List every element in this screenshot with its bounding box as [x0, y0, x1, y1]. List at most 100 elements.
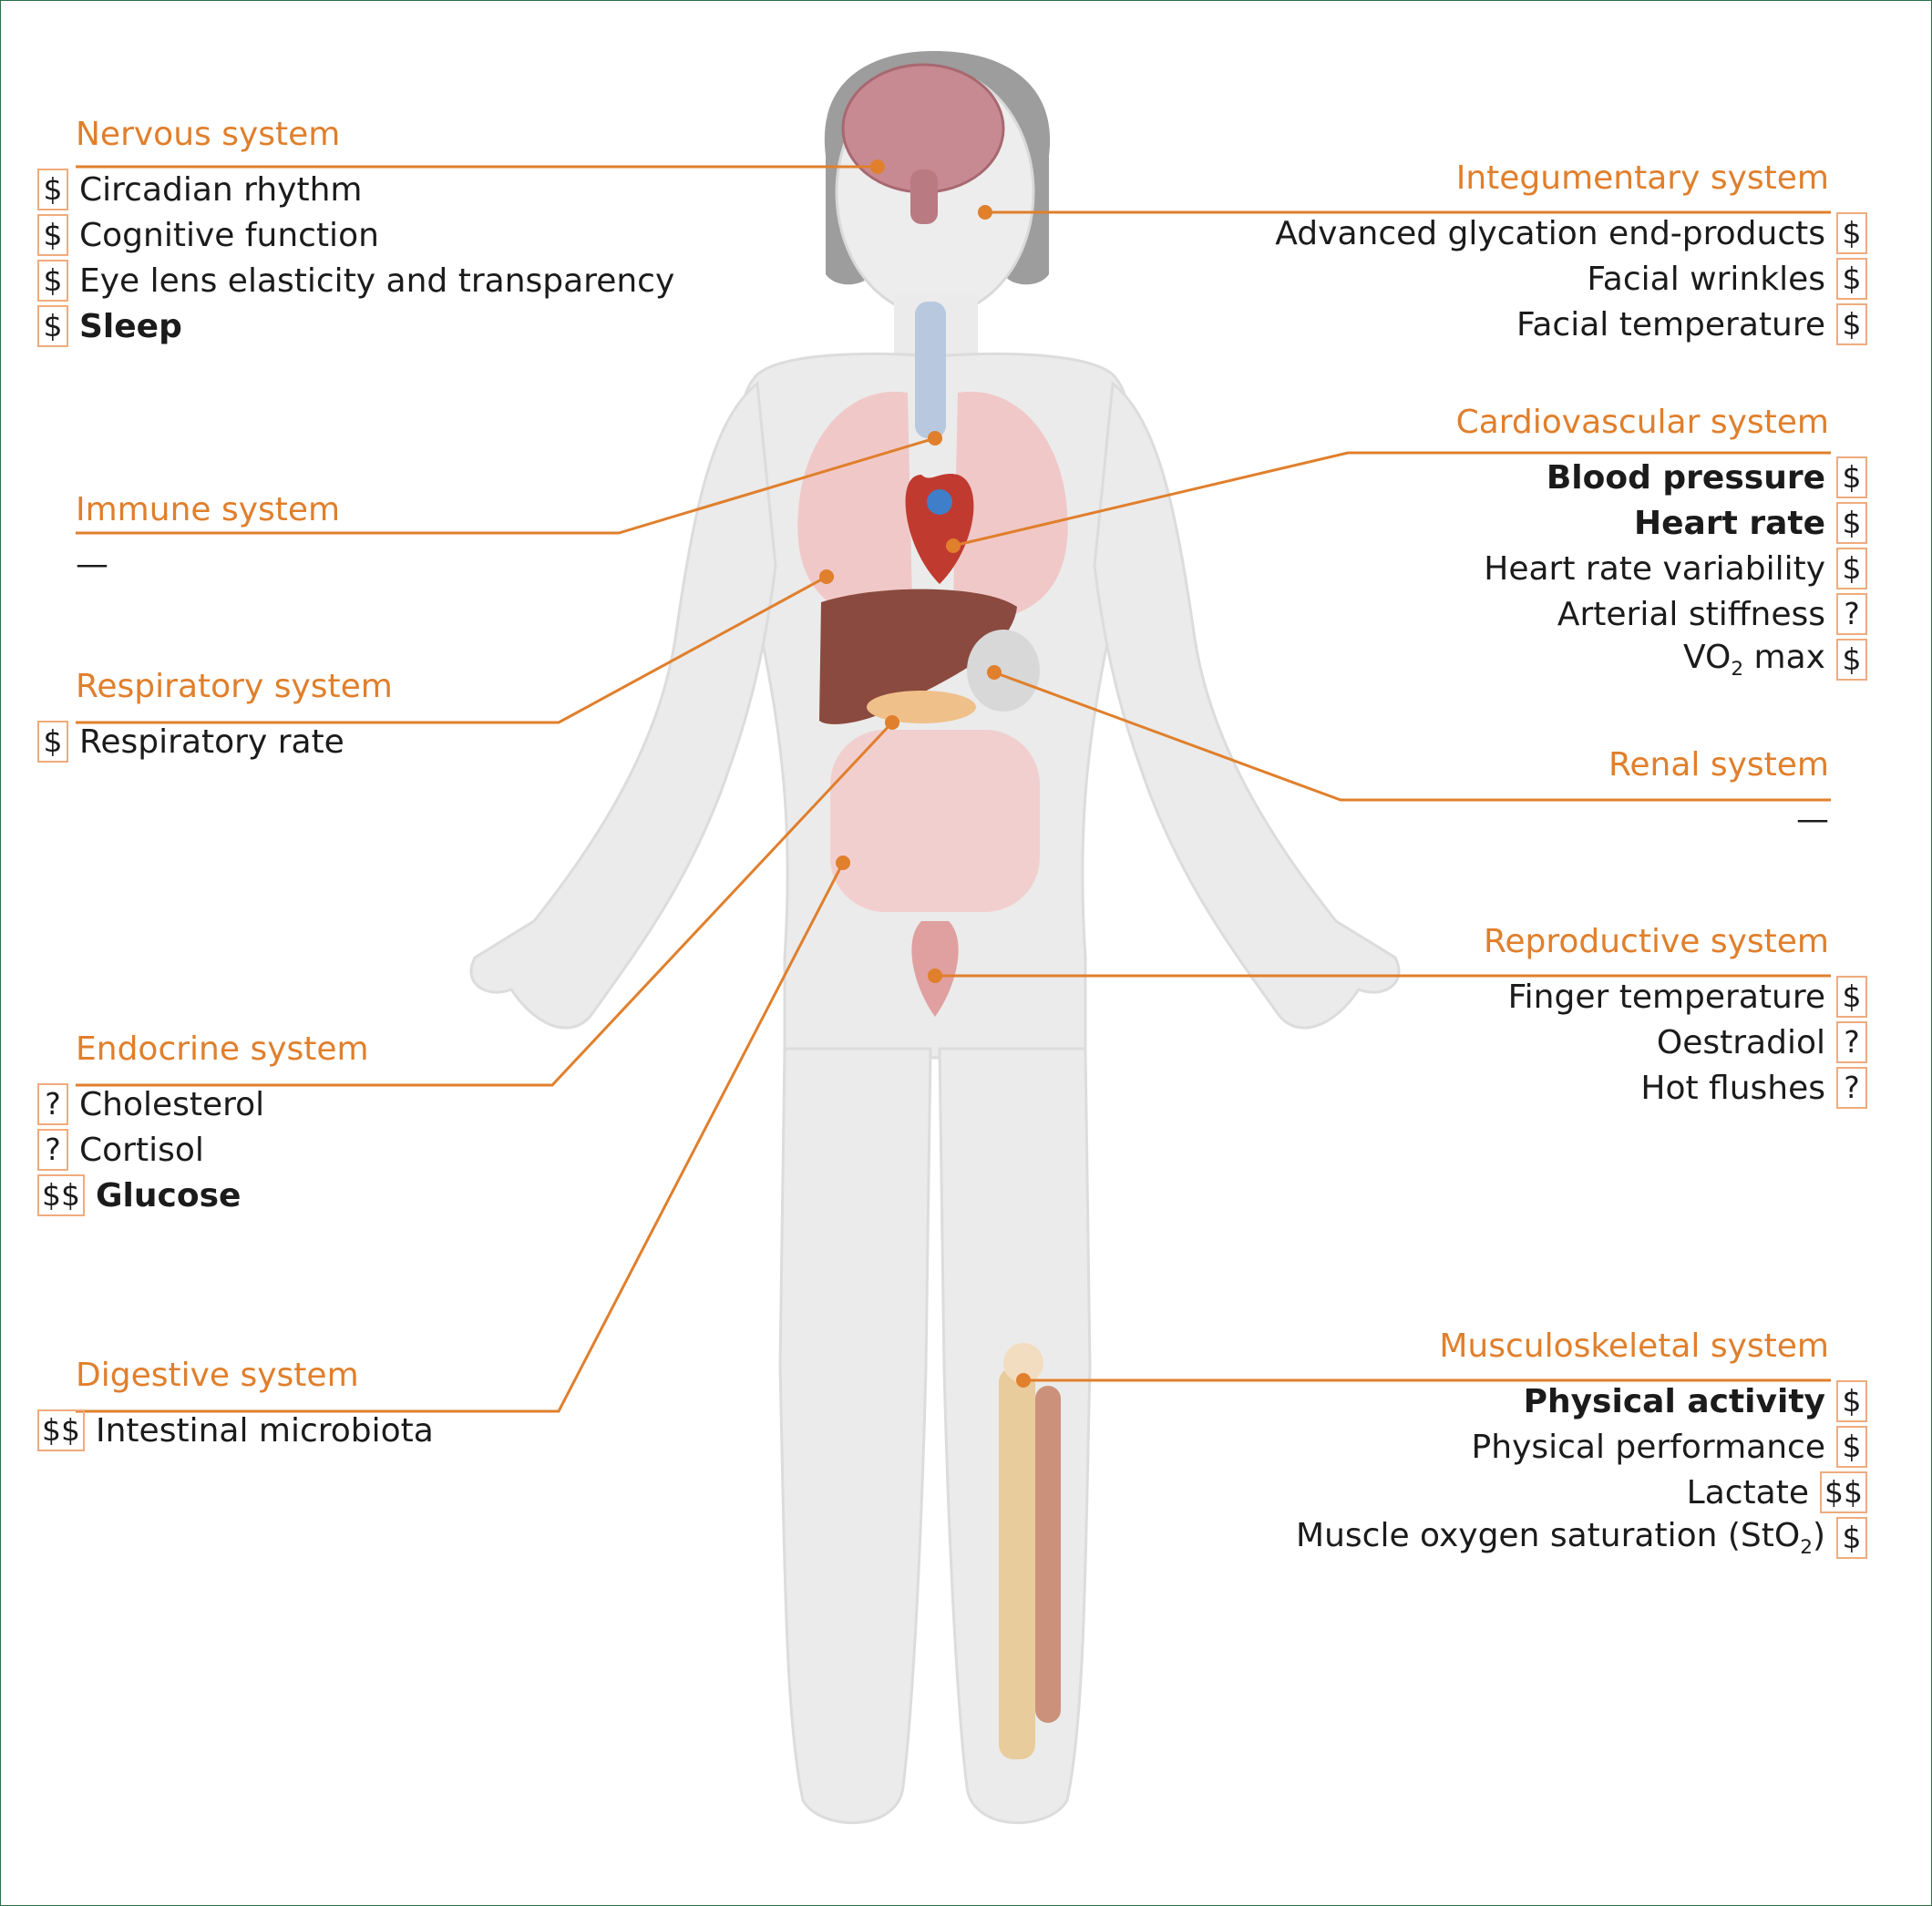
- right-lung-shape: [953, 391, 1068, 620]
- item-label-subscript: 2: [1800, 1536, 1813, 1560]
- digestive-item: $$Intestinal microbiota: [37, 1408, 434, 1453]
- item-label: Sleep: [79, 307, 182, 345]
- reproductive-system-title: Reproductive system: [1483, 923, 1829, 960]
- left-arm-shape: [469, 381, 777, 1030]
- cost-badge: ?: [1836, 1021, 1867, 1063]
- item-label: Arterial stiffness: [1557, 595, 1825, 633]
- item-label: Glucose: [96, 1176, 242, 1214]
- item-label: Respiratory rate: [79, 722, 344, 761]
- cost-badge: $$: [37, 1174, 85, 1216]
- nervous-system-title: Nervous system: [76, 116, 341, 153]
- reproductive-item: Hot flushes?: [1484, 1065, 1867, 1111]
- item-label: VO2 max: [1683, 639, 1825, 681]
- cost-badge: $: [1836, 1517, 1867, 1559]
- cost-badge: ?: [1836, 593, 1867, 635]
- cost-badge: $: [1836, 548, 1867, 589]
- reproductive-system-items: Finger temperature$Oestradiol?Hot flushe…: [1484, 974, 1867, 1111]
- item-label: Intestinal microbiota: [96, 1411, 434, 1450]
- cost-badge: $: [1836, 1380, 1867, 1422]
- cost-badge: $: [37, 214, 68, 256]
- cost-badge: ?: [37, 1083, 68, 1125]
- integumentary-system-title: Integumentary system: [1455, 159, 1829, 197]
- stomach-shape: [967, 630, 1040, 712]
- cardiovascular-item: Heart rate variability $: [1456, 546, 1867, 591]
- cardiovascular-system-panel: Cardiovascular system Blood pressure$Hea…: [1456, 404, 1867, 682]
- respiratory-connector: [76, 575, 827, 724]
- tibia-shape: [999, 1368, 1035, 1759]
- knee-shape: [1003, 1343, 1043, 1383]
- cardiovascular-connector: [952, 451, 1831, 548]
- item-label: Facial wrinkles: [1587, 260, 1825, 298]
- endocrine-item: $$ Glucose: [37, 1173, 369, 1218]
- cost-badge: ?: [1836, 1067, 1867, 1109]
- heart-shape: [905, 473, 974, 584]
- cost-badge: $: [1836, 502, 1867, 544]
- cardiovascular-system-items: Blood pressure$Heart rate$Heart rate var…: [1456, 455, 1867, 682]
- integumentary-item: Facial wrinkles $: [1275, 256, 1867, 302]
- respiratory-system-title: Respiratory system: [76, 668, 393, 705]
- connector-dots: [819, 159, 1031, 1388]
- immune-system-panel: Immune system —: [37, 491, 340, 588]
- left-lung-shape: [797, 391, 912, 620]
- nervous-item: $ Circadian rhythm: [37, 167, 674, 212]
- cardiovascular-item: VO2 max $: [1456, 637, 1867, 682]
- right-arm-shape: [1093, 381, 1401, 1030]
- item-label: Physical activity: [1523, 1382, 1825, 1420]
- immune-system-title: Immune system: [76, 491, 341, 528]
- cost-badge: $: [1836, 1426, 1867, 1468]
- digestive-system-panel: Digestive system $$Intestinal microbiota: [37, 1357, 434, 1453]
- item-label: Oestradiol: [1656, 1023, 1825, 1061]
- digestive-system-title: Digestive system: [76, 1357, 359, 1394]
- cost-badge: $$: [1820, 1471, 1867, 1513]
- item-label: Hot flushes: [1640, 1069, 1825, 1107]
- integumentary-system-panel: Integumentary system Advanced glycation …: [1275, 159, 1867, 347]
- cost-badge: $: [37, 169, 68, 210]
- cost-badge: $: [37, 260, 68, 302]
- endocrine-system-panel: Endocrine system ?Cholesterol?Cortisol$$…: [37, 1030, 369, 1218]
- item-label-after: max: [1743, 638, 1825, 676]
- item-label: Circadian rhythm: [79, 170, 363, 209]
- nervous-item: $Cognitive function: [37, 212, 674, 258]
- item-label: Eye lens elasticity and transparency: [79, 261, 675, 300]
- calf-muscle-shape: [1035, 1386, 1061, 1723]
- immune-system-none: —: [76, 546, 108, 583]
- item-label-main: VO: [1683, 638, 1732, 676]
- cost-badge: $: [1836, 976, 1867, 1018]
- renal-system-panel: Renal system —: [1608, 746, 1867, 843]
- respiratory-system-panel: Respiratory system $ Respiratory rate: [37, 668, 393, 764]
- nervous-item: $ Eye lens elasticity and transparency: [37, 258, 674, 303]
- item-label: Heart rate: [1633, 504, 1825, 542]
- musculoskeletal-item: Muscle oxygen saturation (StO2) $: [1296, 1515, 1867, 1561]
- cost-badge: $: [1836, 639, 1867, 681]
- item-label-main: Muscle oxygen saturation (StO: [1296, 1516, 1801, 1554]
- musculoskeletal-item: Physical activity $: [1296, 1378, 1867, 1424]
- cost-badge: ?: [37, 1129, 68, 1171]
- item-label-after: ): [1812, 1516, 1825, 1554]
- integumentary-system-items: Advanced glycation end-products$Facial w…: [1275, 210, 1867, 347]
- heart-vessel: [927, 489, 952, 515]
- nervous-item: $ Sleep: [37, 303, 674, 349]
- trachea-shape: [915, 302, 946, 438]
- cost-badge: $: [1836, 456, 1867, 498]
- renal-system-none: —: [1796, 801, 1829, 838]
- digestive-connector: [76, 862, 845, 1413]
- digestive-system-items: $$Intestinal microbiota: [37, 1408, 434, 1453]
- renal-connector: [993, 671, 1831, 802]
- cost-badge: $: [1836, 258, 1867, 300]
- pancreas-shape: [867, 691, 976, 723]
- cardiovascular-item: Heart rate $: [1456, 500, 1867, 546]
- cost-badge: $: [1836, 212, 1867, 254]
- left-leg-shape: [778, 1047, 932, 1825]
- item-label: Heart rate variability: [1484, 549, 1825, 588]
- cost-badge: $: [37, 305, 68, 347]
- brainstem-shape: [910, 169, 938, 224]
- respiratory-system-items: $ Respiratory rate: [37, 719, 393, 764]
- endocrine-item: ?Cholesterol: [37, 1081, 369, 1127]
- cost-badge: $: [37, 721, 68, 763]
- cardiovascular-system-title: Cardiovascular system: [1455, 404, 1829, 441]
- cardiovascular-item: Arterial stiffness?: [1456, 591, 1867, 637]
- endocrine-connector: [76, 721, 894, 1087]
- reproductive-item: Finger temperature$: [1484, 974, 1867, 1020]
- musculoskeletal-system-items: Physical activity$Physical performance$L…: [1296, 1378, 1867, 1561]
